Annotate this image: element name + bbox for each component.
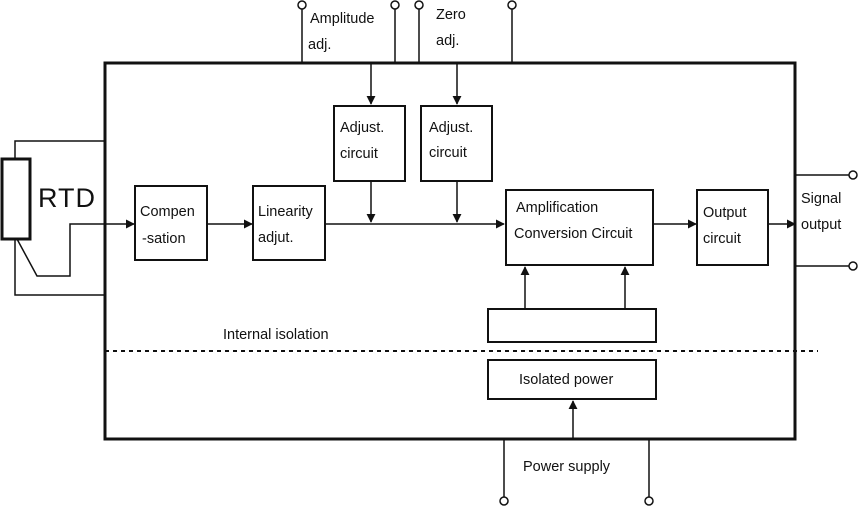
transmitter-enclosure	[103, 61, 797, 441]
internal-power-block	[487, 308, 657, 343]
signal-output-wiring	[795, 174, 849, 267]
signal-output-terminal-top	[848, 170, 858, 180]
amplification-label-line2: Conversion Circuit	[514, 226, 633, 242]
isolated-power-label: Isolated power	[519, 372, 614, 388]
top-adjust-wiring	[301, 9, 513, 105]
compensation-label-line1: Compen	[140, 204, 195, 220]
linearity-block	[252, 185, 326, 261]
power-terminal-left	[499, 496, 509, 506]
amplification-block	[505, 189, 654, 266]
zero-terminal-left	[414, 0, 424, 10]
rtd-sensor	[0, 157, 32, 241]
adjust-circuit-2-label-line1: Adjust.	[429, 120, 474, 136]
internal-isolation-label: Internal isolation	[223, 327, 329, 343]
amplitude-adj-label-line2: adj.	[308, 37, 332, 53]
top-terminals	[297, 0, 517, 10]
amplification-label-line1: Amplification	[516, 200, 599, 216]
adjust-circuit-block-1	[333, 105, 406, 182]
power-terminal-right	[644, 496, 654, 506]
output-circuit-label-line2: circuit	[703, 231, 741, 247]
compensation-block	[134, 185, 208, 261]
zero-adj-label-line1: Zero	[436, 7, 466, 23]
signal-path	[105, 181, 796, 229]
isolated-power-block	[487, 359, 657, 400]
adjust-circuit-1-label-line2: circuit	[340, 146, 378, 162]
linearity-label-line1: Linearity	[258, 204, 313, 220]
rtd-sensor-wiring	[0, 140, 105, 296]
amplitude-adj-label-line1: Amplitude	[310, 11, 375, 27]
signal-output-terminal-bottom	[848, 261, 858, 271]
output-circuit-label-line1: Output	[703, 205, 747, 221]
signal-output-label-line2: output	[801, 217, 842, 233]
power-supply-terminals	[499, 496, 654, 506]
zero-adj-label-line2: adj.	[436, 33, 460, 49]
signal-output-terminals	[848, 170, 858, 271]
zero-terminal-right	[507, 0, 517, 10]
output-circuit-block	[696, 189, 769, 266]
amplitude-terminal-left	[297, 0, 307, 10]
adjust-circuit-2-label-line2: circuit	[429, 145, 467, 161]
signal-output-label-line1: Signal	[801, 191, 842, 207]
adjust-circuit-1-label-line1: Adjust.	[340, 120, 385, 136]
function-blocks	[134, 105, 769, 400]
linearity-label-line2: adjut.	[258, 230, 294, 246]
power-supply-wiring	[503, 439, 650, 497]
rtd-label: RTD	[38, 183, 97, 213]
power-supply-label: Power supply	[523, 459, 611, 475]
adjust-circuit-block-2	[420, 105, 493, 182]
amplitude-terminal-right	[390, 0, 400, 10]
power-path	[520, 266, 630, 439]
compensation-label-line2: -sation	[142, 231, 186, 247]
